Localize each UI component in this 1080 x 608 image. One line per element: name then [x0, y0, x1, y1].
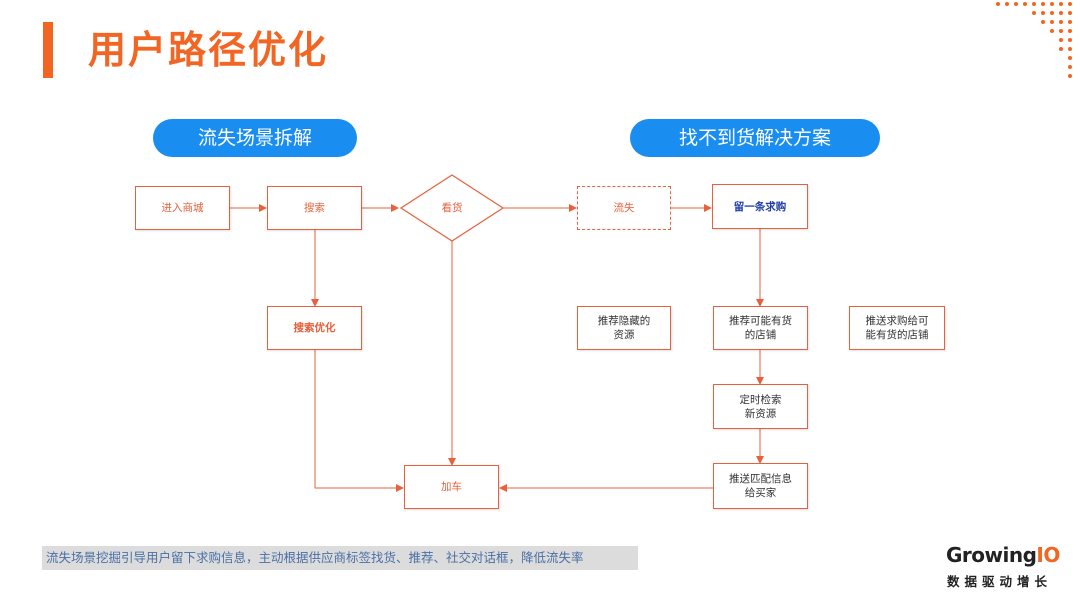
node-push-request-label: 推送求购给可 能有货的店铺 — [865, 315, 929, 341]
brand-name-accent: IO — [1036, 543, 1060, 567]
node-churn-label: 流失 — [613, 202, 635, 214]
node-push-request: 推送求购给可 能有货的店铺 — [849, 306, 945, 350]
node-churn: 流失 — [577, 186, 671, 230]
diamond-view-goods — [399, 174, 505, 242]
node-recommend-stores: 推荐可能有货 的店铺 — [713, 306, 808, 350]
section-title-churn-breakdown: 流失场景拆解 — [153, 119, 357, 157]
dot-pattern-decoration — [996, 2, 1072, 78]
node-leave-request-label: 留一条求购 — [733, 200, 787, 213]
node-search-optimize: 搜索优化 — [267, 306, 362, 350]
footer-note: 流失场景挖掘引导用户留下求购信息，主动根据供应商标签找货、推荐、社交对话框，降低… — [42, 546, 638, 570]
node-recommend-stores-label: 推荐可能有货 的店铺 — [729, 315, 792, 341]
brand-logo: GrowingIO — [946, 543, 1060, 567]
node-search-label: 搜索 — [304, 202, 325, 214]
node-leave-request: 留一条求购 — [712, 184, 808, 229]
arrow-optimize-to-cart — [314, 350, 404, 492]
node-enter-mall-label: 进入商城 — [161, 202, 204, 214]
node-push-match: 推送匹配信息 给买家 — [713, 463, 808, 509]
node-recommend-hidden: 推荐隐藏的 资源 — [577, 306, 671, 350]
brand-name-main: Growing — [946, 543, 1037, 567]
node-search: 搜索 — [267, 186, 362, 230]
node-scheduled-search-label: 定时检索 新资源 — [739, 393, 782, 420]
node-add-cart-label: 加车 — [441, 481, 462, 493]
node-scheduled-search: 定时检索 新资源 — [713, 384, 808, 429]
page-title: 用户路径优化 — [88, 28, 329, 72]
brand-tagline: 数据驱动增长 — [947, 574, 1053, 589]
section-title-solution: 找不到货解决方案 — [630, 119, 880, 157]
node-enter-mall: 进入商城 — [135, 186, 230, 230]
node-search-optimize-label: 搜索优化 — [293, 322, 336, 334]
node-push-match-label: 推送匹配信息 给买家 — [729, 473, 792, 499]
node-view-goods-label: 看货 — [441, 202, 463, 214]
node-recommend-hidden-label: 推荐隐藏的 资源 — [597, 315, 651, 341]
title-accent-bar — [43, 22, 53, 78]
node-add-cart: 加车 — [404, 465, 499, 509]
